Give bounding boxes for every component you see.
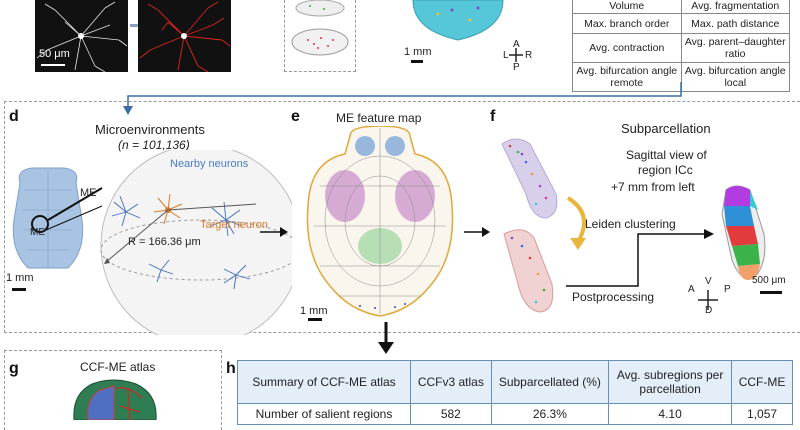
orient-r-top: R <box>525 50 533 61</box>
summary-header-cell: Avg. subregions per parcellation <box>608 360 733 404</box>
summary-cell: Number of salient regions <box>237 403 411 425</box>
panel-letter-g: g <box>9 360 19 377</box>
feature-cell: Max. path distance <box>680 13 790 34</box>
summary-table: Summary of CCF-ME atlas CCFv3 atlas Subp… <box>237 360 793 425</box>
feature-cell: Avg. contraction <box>572 33 682 63</box>
subparcellation-illustration <box>501 138 766 313</box>
summary-header-cell: CCFv3 atlas <box>410 360 492 404</box>
summary-cell: 1,057 <box>731 403 793 425</box>
brain-sample-box <box>284 0 356 72</box>
neuron-traced-image <box>139 1 231 72</box>
panel-letter-e: e <box>291 108 300 125</box>
brain-sample-glyphs <box>291 0 349 56</box>
feature-table: Volume Avg. fragmentation Max. branch or… <box>572 0 790 92</box>
orient-a-top: A <box>513 39 520 50</box>
table-row: Avg. bifurcation angle remote Avg. bifur… <box>572 62 790 92</box>
orient-p: P <box>724 284 731 295</box>
panel-f-title: Subparcellation <box>621 121 711 136</box>
panel-e-title: ME feature map <box>336 111 422 125</box>
table-row: Number of salient regions 582 26.3% 4.10… <box>237 403 793 425</box>
summary-header-cell: CCF-ME <box>731 360 793 404</box>
summary-header-cell: Summary of CCF-ME atlas <box>237 360 411 404</box>
radius-label: R = 166.36 μm <box>128 236 201 248</box>
panel-f-scale-bar <box>760 291 782 294</box>
micro-scale-bar <box>41 64 65 66</box>
feature-cell: Max. branch order <box>572 13 682 34</box>
orient-d: D <box>705 305 713 316</box>
panel-letter-d: d <box>9 108 19 125</box>
sagittal-line2: region ICc <box>638 163 693 177</box>
arrow-e-to-f <box>464 227 490 237</box>
neuron-micrograph-raw: 50 μm <box>35 0 128 72</box>
feature-cell: Avg. bifurcation angle remote <box>572 62 682 92</box>
leiden-label: Leiden clustering <box>585 217 676 231</box>
arrow-down <box>378 322 394 354</box>
panel-d-count: (n = 101,136) <box>118 138 190 152</box>
summary-cell: 582 <box>410 403 492 425</box>
arrow-d-to-e <box>260 227 288 237</box>
summary-cell: 4.10 <box>608 403 733 425</box>
feature-cell: Avg. bifurcation angle local <box>680 62 790 92</box>
panel-d-scale-bar <box>12 288 26 291</box>
panel-e-scale-bar <box>308 318 322 321</box>
table-header-row: Summary of CCF-ME atlas CCFv3 atlas Subp… <box>237 360 793 404</box>
orient-l-top: L <box>503 50 509 61</box>
me-feature-map <box>306 126 454 317</box>
target-neuron-label: Target neuron <box>200 219 268 231</box>
micro-scale-label: 50 μm <box>39 48 70 60</box>
ccf-me-atlas-image <box>73 379 157 420</box>
orient-a: A <box>688 284 695 295</box>
me-inner-label: ME <box>30 227 45 238</box>
panel-f-scale-label: 500 μm <box>752 275 786 286</box>
postprocessing-label: Postprocessing <box>572 290 655 304</box>
connector-arrow <box>123 82 682 115</box>
brain-scale-label-top: 1 mm <box>404 46 432 58</box>
sagittal-line3: +7 mm from left <box>611 180 695 194</box>
panel-d-title: Microenvironments <box>95 122 205 137</box>
panel-g-title: CCF-ME atlas <box>80 360 156 374</box>
table-row: Avg. contraction Avg. parent–daughter ra… <box>572 33 790 63</box>
neuron-raw-image <box>36 1 128 72</box>
me-outer-label: ME <box>80 187 97 199</box>
nearby-neurons-label: Nearby neurons <box>170 158 249 170</box>
panel-d-scale-label: 1 mm <box>6 272 34 284</box>
panel-d-illustration <box>12 150 292 335</box>
orientation-cross-top <box>509 48 523 62</box>
summary-header-cell: Subparcellated (%) <box>490 360 610 404</box>
panel-e-scale-label: 1 mm <box>300 305 328 317</box>
trace-arrow <box>130 24 138 27</box>
panel-letter-h: h <box>226 360 236 377</box>
sagittal-line1: Sagittal view of <box>626 148 707 162</box>
table-row: Max. branch order Max. path distance <box>572 13 790 34</box>
panel-letter-f: f <box>490 108 496 125</box>
orient-v: V <box>705 276 712 287</box>
neuron-micrograph-traced <box>138 0 231 72</box>
panel-def-frame <box>4 101 800 333</box>
summary-cell: 26.3% <box>490 403 610 425</box>
feature-cell: Avg. parent–daughter ratio <box>680 33 790 63</box>
brain-scale-bar-top <box>411 60 423 63</box>
brain-dorsal-view <box>412 0 504 41</box>
orient-p-top: P <box>513 62 520 73</box>
panel-g-frame <box>4 350 222 430</box>
